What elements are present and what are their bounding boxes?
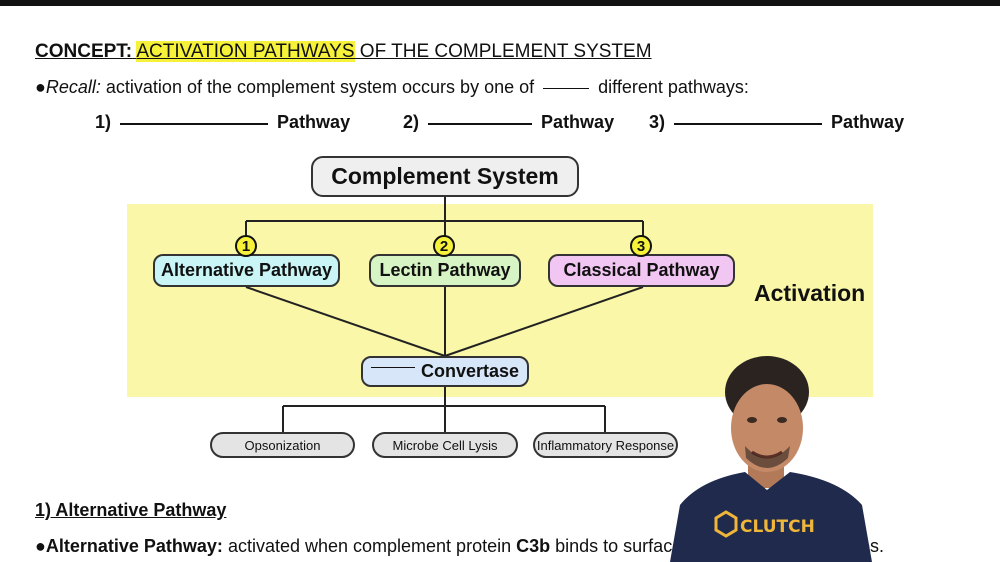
bullet: ● xyxy=(35,77,46,97)
definition-term: Alternative Pathway: xyxy=(45,536,223,556)
convertase-box: Convertase xyxy=(361,356,529,387)
inflammatory-response-box: Inflammatory Response xyxy=(533,432,678,458)
presenter-video: CLUTCH xyxy=(670,356,872,562)
pathway-blank-2: 2) Pathway xyxy=(403,112,614,133)
pathway-blank-3: 3) Pathway xyxy=(649,112,904,133)
section-heading: 1) Alternative Pathway xyxy=(35,500,227,520)
opsonization-box: Opsonization xyxy=(210,432,355,458)
recall-line: ●Recall: activation of the complement sy… xyxy=(35,77,749,98)
number-badge-1: 1 xyxy=(235,235,257,257)
concept-highlight: ACTIVATION PATHWAYS xyxy=(136,41,355,62)
shirt-logo: CLUTCH xyxy=(740,517,815,537)
fill-blank xyxy=(120,123,269,125)
pathway-word: Pathway xyxy=(541,112,615,132)
fill-blank xyxy=(543,88,590,89)
activation-label: Activation xyxy=(754,280,866,306)
bullet: ● xyxy=(35,536,46,556)
pathway-number: 1) xyxy=(95,112,112,132)
fill-blank xyxy=(370,367,415,368)
recall-text-after: different pathways: xyxy=(598,77,749,97)
lectin-pathway-box: Lectin Pathway xyxy=(369,254,521,287)
top-bar xyxy=(0,0,1000,6)
recall-text: activation of the complement system occu… xyxy=(100,77,535,97)
concept-prefix: CONCEPT: xyxy=(35,41,133,62)
pathway-number: 2) xyxy=(403,112,420,132)
complement-system-box: Complement System xyxy=(311,156,579,197)
pathway-blank-1: 1) Pathway xyxy=(95,112,350,133)
protein-name: C3b xyxy=(516,536,551,556)
pathway-word: Pathway xyxy=(277,112,351,132)
concept-rest: OF THE COMPLEMENT SYSTEM xyxy=(354,41,652,62)
definition-text: activated when complement protein xyxy=(222,536,517,556)
pathway-word: Pathway xyxy=(831,112,905,132)
pathway-number: 3) xyxy=(649,112,666,132)
alternative-pathway-box: Alternative Pathway xyxy=(153,254,340,287)
fill-blank xyxy=(674,123,823,125)
number-badge-3: 3 xyxy=(630,235,652,257)
number-badge-2: 2 xyxy=(433,235,455,257)
definition-line: ●Alternative Pathway: activated when com… xyxy=(35,536,702,557)
concept-heading: CONCEPT: ACTIVATION PATHWAYS OF THE COMP… xyxy=(35,41,652,63)
definition-text-after: binds to surface m xyxy=(550,536,703,556)
fill-blank xyxy=(428,123,533,125)
convertase-label: Convertase xyxy=(420,361,520,381)
classical-pathway-box: Classical Pathway xyxy=(548,254,735,287)
recall-label: Recall: xyxy=(45,77,101,97)
microbe-cell-lysis-box: Microbe Cell Lysis xyxy=(372,432,518,458)
